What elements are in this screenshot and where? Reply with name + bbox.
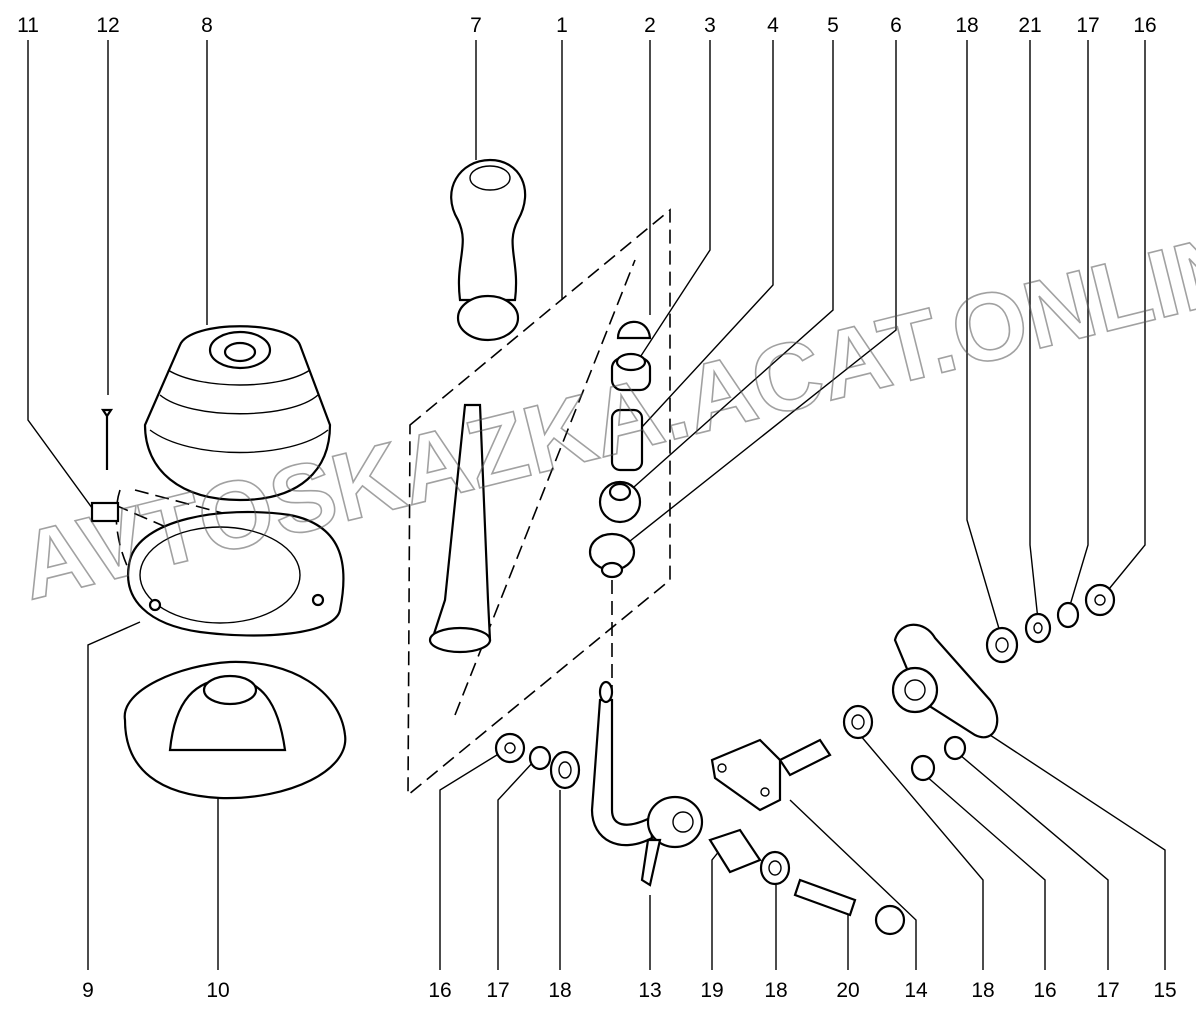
lever-upper-rod bbox=[428, 403, 492, 654]
bushing bbox=[610, 352, 652, 392]
callout-17-a: 17 bbox=[486, 979, 509, 1002]
spacer-sleeve bbox=[708, 828, 762, 874]
nut-16-right bbox=[910, 754, 936, 782]
callout-20: 20 bbox=[836, 979, 859, 1002]
bushing-18-top bbox=[985, 626, 1019, 664]
nut-16-top bbox=[1084, 583, 1116, 617]
callout-4: 4 bbox=[767, 14, 779, 37]
callout-14: 14 bbox=[904, 979, 928, 1002]
pivot-bolt bbox=[793, 878, 906, 936]
callout-16-a: 16 bbox=[428, 979, 451, 1002]
gear-shift-knob bbox=[450, 158, 527, 342]
bushing-18-right bbox=[842, 704, 874, 740]
callout-1: 1 bbox=[556, 14, 568, 37]
cap bbox=[616, 320, 652, 340]
callout-18-top: 18 bbox=[955, 14, 978, 37]
callout-19: 19 bbox=[700, 979, 723, 1002]
assembly-frame bbox=[114, 208, 671, 797]
lever-lower bbox=[590, 680, 704, 887]
sleeve bbox=[610, 408, 644, 472]
spring-seat bbox=[598, 480, 642, 524]
lever-support-housing bbox=[891, 623, 999, 739]
callout-21: 21 bbox=[1018, 14, 1041, 37]
callout-2: 2 bbox=[644, 14, 656, 37]
callout-17-top: 17 bbox=[1076, 14, 1099, 37]
callout-12: 12 bbox=[96, 14, 119, 37]
lock-washer-17-left bbox=[528, 745, 552, 771]
bottom-callout-labels: 9 10 16 17 18 13 19 18 20 14 18 16 17 15 bbox=[82, 979, 1177, 1002]
callout-18-a: 18 bbox=[548, 979, 571, 1002]
washer-21 bbox=[1024, 612, 1052, 644]
callout-6: 6 bbox=[890, 14, 902, 37]
callout-7: 7 bbox=[470, 14, 482, 37]
callout-18-b: 18 bbox=[764, 979, 787, 1002]
callout-18-c: 18 bbox=[971, 979, 994, 1002]
callout-15: 15 bbox=[1153, 979, 1176, 1002]
bushing-18-mid bbox=[759, 850, 791, 886]
callout-10: 10 bbox=[206, 979, 229, 1002]
bushing-18-left bbox=[549, 750, 581, 790]
callout-11: 11 bbox=[17, 14, 39, 37]
callout-5: 5 bbox=[827, 14, 839, 37]
callout-9: 9 bbox=[82, 979, 94, 1002]
screw bbox=[100, 408, 114, 470]
callout-3: 3 bbox=[704, 14, 716, 37]
gear-shift-base-seal bbox=[123, 660, 347, 800]
top-callout-labels: 11 12 8 7 1 2 3 4 5 6 18 21 17 16 bbox=[17, 14, 1157, 37]
clip-nut bbox=[90, 501, 120, 523]
star-washer bbox=[588, 532, 636, 579]
nut-16-left bbox=[494, 732, 526, 764]
callout-8: 8 bbox=[201, 14, 213, 37]
gear-shift-boot bbox=[143, 325, 332, 502]
callout-16-b: 16 bbox=[1033, 979, 1056, 1002]
lock-washer-17-top bbox=[1056, 601, 1080, 629]
bracket bbox=[710, 738, 832, 812]
leader-lines bbox=[27, 40, 1166, 970]
callout-17-b: 17 bbox=[1096, 979, 1119, 1002]
boot-retaining-frame bbox=[127, 510, 345, 637]
lock-washer-17-right bbox=[943, 735, 967, 761]
callout-13: 13 bbox=[638, 979, 661, 1002]
callout-16-top: 16 bbox=[1133, 14, 1156, 37]
